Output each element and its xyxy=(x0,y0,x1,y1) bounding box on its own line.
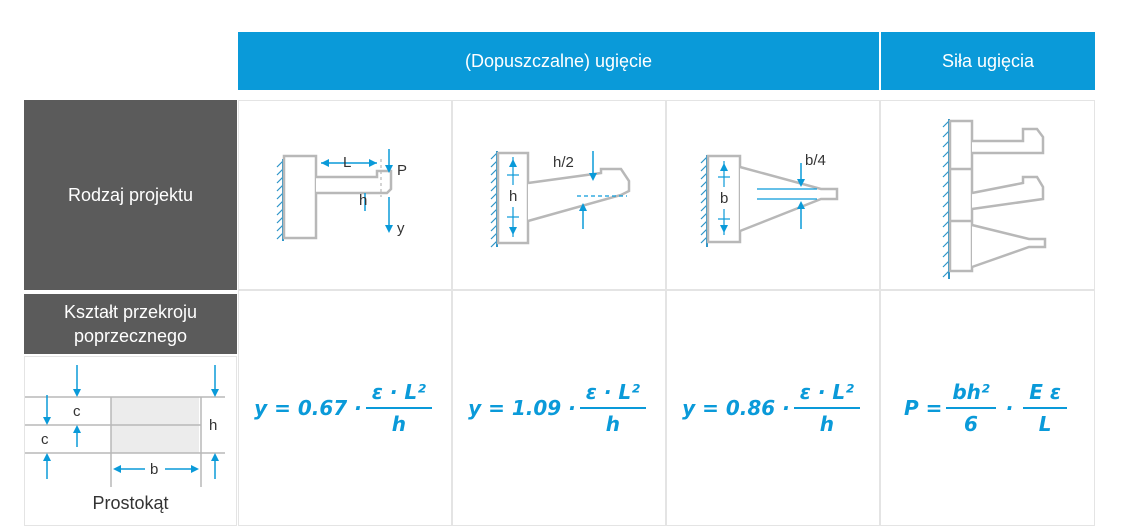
row-label-project-type: Rodzaj projektu xyxy=(24,100,237,290)
formula-4-numerator-1: bh² xyxy=(946,380,996,409)
diagram-cell-1: L P h y xyxy=(238,100,452,290)
formula-4-numerator-2: E ɛ xyxy=(1023,380,1068,409)
formula-cell-1: y = 0.67 · ɛ · L² h xyxy=(238,290,452,526)
cantilever-step-diagram: L P h y xyxy=(276,149,407,241)
rectangle-cross-section-diagram: c c h b xyxy=(25,365,225,487)
formula-3-denominator: h xyxy=(819,412,834,436)
header-deflection-label: (Dopuszczalne) ugięcie xyxy=(464,50,653,71)
header-deflection: (Dopuszczalne) ugięcie xyxy=(238,32,879,90)
formula-4-denominator-2: L xyxy=(1038,412,1052,436)
formula-4-fraction-2: E ɛ L xyxy=(1023,380,1068,436)
cross-section-label: Kształt przekroju poprzecznego xyxy=(63,302,198,346)
project-type-label: Rodzaj projektu xyxy=(67,185,194,205)
label-y: y xyxy=(397,220,405,237)
formula-2-lhs: y = 1.09 · xyxy=(468,396,576,420)
label-h-half: h/2 xyxy=(553,154,574,171)
formula-4-lhs: P = xyxy=(903,396,943,420)
cantilever-taper-quarter-diagram: b/4 b xyxy=(700,152,839,247)
formula-3-fraction: ɛ · L² h xyxy=(793,380,860,436)
label-L: L xyxy=(343,154,351,171)
three-cantilevers-diagram xyxy=(942,119,1047,279)
formula-1-fraction: ɛ · L² h xyxy=(365,380,432,436)
diagram-cell-4 xyxy=(880,100,1095,290)
formula-1-numerator: ɛ · L² xyxy=(365,380,432,409)
diagram-cell-3: b/4 b xyxy=(666,100,880,290)
formula-4-fraction-1: bh² 6 xyxy=(946,380,996,436)
formula-4-denominator-1: 6 xyxy=(964,412,978,436)
formula-1-denominator: h xyxy=(391,412,406,436)
label-h: h xyxy=(509,188,517,205)
label-c-bottom: c xyxy=(41,431,49,448)
header-force: Siła ugięcia xyxy=(881,32,1095,90)
formula-2-fraction: ɛ · L² h xyxy=(579,380,646,436)
label-b: b xyxy=(720,190,728,207)
formula-3-numerator: ɛ · L² xyxy=(793,380,860,409)
formula-2-numerator: ɛ · L² xyxy=(579,380,646,409)
cross-section-cell: c c h b Prostokąt xyxy=(24,356,237,526)
formula-4-dot: · xyxy=(1005,396,1014,420)
formula-1-lhs: y = 0.67 · xyxy=(254,396,362,420)
label-b: b xyxy=(150,461,158,478)
cantilever-taper-half-diagram: h/2 h xyxy=(490,151,631,248)
formula-3-lhs: y = 0.86 · xyxy=(682,396,790,420)
label-h: h xyxy=(359,192,367,209)
shape-name: Prostokąt xyxy=(92,493,169,513)
formula-cell-4: P = bh² 6 · E ɛ L xyxy=(880,290,1095,526)
diagram-cell-2: h/2 h xyxy=(452,100,666,290)
label-c-top: c xyxy=(73,403,81,420)
formula-2-denominator: h xyxy=(605,412,620,436)
header-force-label: Siła ugięcia xyxy=(941,50,1035,71)
label-P: P xyxy=(397,162,407,179)
formula-cell-2: y = 1.09 · ɛ · L² h xyxy=(452,290,666,526)
row-label-cross-section: Kształt przekroju poprzecznego xyxy=(24,294,237,354)
label-b-quarter: b/4 xyxy=(805,152,826,169)
formula-cell-3: y = 0.86 · ɛ · L² h xyxy=(666,290,880,526)
label-h: h xyxy=(209,417,217,434)
